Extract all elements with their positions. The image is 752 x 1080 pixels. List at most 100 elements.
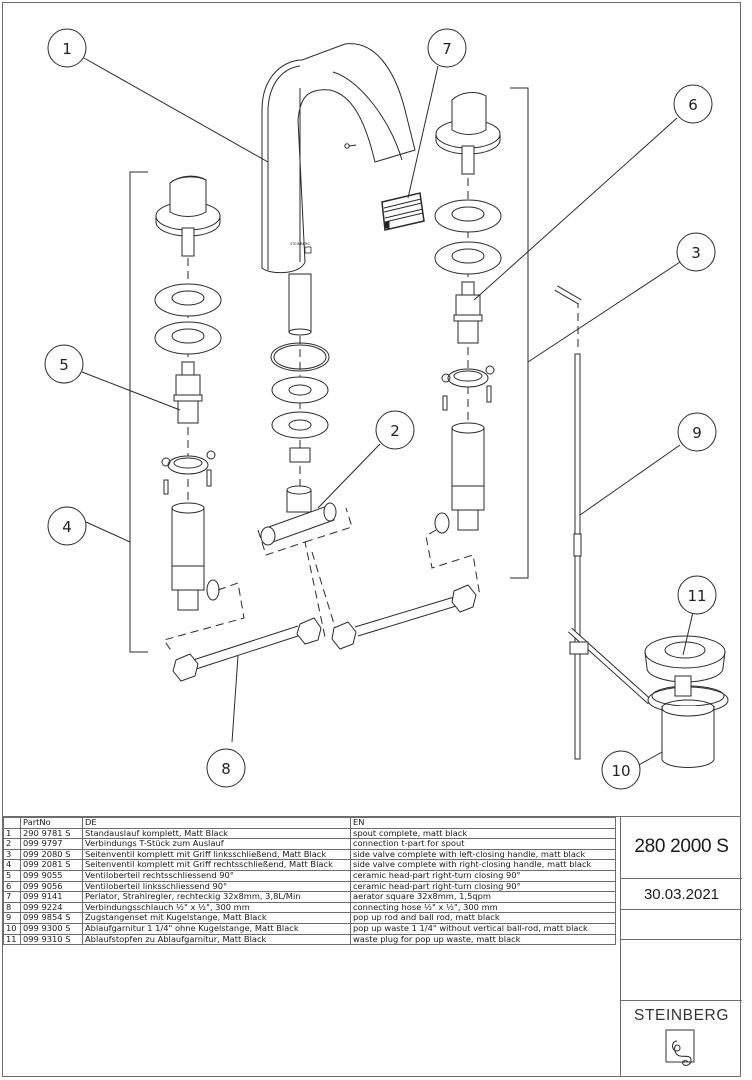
row-part-no: 099 2081 S: [20, 859, 83, 871]
title-block-empty-cell: [621, 910, 742, 940]
row-part-no: 099 9141: [20, 891, 83, 903]
title-block-empty-cell: [621, 940, 742, 1001]
sheet-border: [2, 2, 741, 1077]
right-washers: [434, 199, 502, 275]
callout-5: 5: [44, 344, 84, 384]
row-description-en: pop up rod and ball rod, matt black: [350, 912, 616, 924]
spout-brand-marking: STEINBERG: [290, 242, 310, 246]
spout-mounting-parts: [270, 342, 330, 463]
assembly-bracket-3: [510, 87, 529, 579]
header-en: EN: [350, 817, 616, 829]
row-no: 2: [3, 838, 21, 850]
row-description-de: Ventiloberteil linksschliessend 90°: [82, 880, 351, 893]
svg-text:9: 9: [692, 424, 702, 442]
svg-text:1: 1: [62, 40, 72, 58]
left-ceramic-headpart-5: [173, 361, 203, 424]
left-mounting-bracket: [161, 450, 216, 495]
row-part-no: 099 9224: [20, 901, 83, 914]
brand-name: STEINBERG: [634, 1007, 729, 1024]
callout-2: 2: [375, 410, 415, 450]
callout-leader-lines: [81, 57, 694, 767]
callout-11: 11: [677, 575, 717, 615]
svg-text:2: 2: [390, 422, 400, 440]
svg-text:10: 10: [611, 762, 630, 780]
left-washers: [154, 283, 222, 355]
row-no: 3: [3, 848, 21, 861]
row-part-no: 290 9781 S: [20, 827, 83, 840]
connecting-hose-right: [331, 584, 477, 650]
row-description-en: ceramic head-part right-turn closing 90°: [350, 880, 616, 893]
exploded-view-drawing: STEINBERG: [44, 28, 729, 790]
row-description-en: pop up waste 1 1/4" without vertical bal…: [350, 922, 616, 935]
row-part-no: 099 9300 S: [20, 922, 83, 935]
spout-part-1: STEINBERG: [261, 43, 416, 336]
row-no: 8: [3, 901, 21, 914]
svg-text:4: 4: [62, 518, 72, 536]
callout-1: 1: [47, 28, 87, 68]
right-mounting-bracket: [441, 365, 495, 411]
row-description-en: waste plug for pop up waste, matt black: [350, 933, 616, 946]
drawing-date: 30.03.2021: [621, 879, 742, 910]
waste-plug-part-11: [644, 635, 726, 697]
row-description-de: Zugstangenset mit Kugelstange, Matt Blac…: [82, 912, 351, 924]
pop-up-waste-part-10: [647, 685, 729, 768]
right-valve-body: [434, 422, 485, 534]
callout-7: 7: [427, 28, 467, 68]
row-no: 9: [3, 912, 21, 924]
row-no: 11: [3, 933, 21, 946]
row-description-en: connecting hose ½" x ½", 300 mm: [350, 901, 616, 914]
row-description-de: Ablaufgarnitur 1 1/4" ohne Kugelstange, …: [82, 922, 351, 935]
left-valve-body: [171, 502, 220, 611]
row-part-no: 099 2080 S: [20, 848, 83, 861]
row-part-no: 099 9854 S: [20, 912, 83, 924]
row-description-en: side valve complete with right-closing h…: [350, 859, 616, 871]
row-description-de: Standauslauf komplett, Matt Black: [82, 827, 351, 840]
title-block: 280 2000 S 30.03.2021 STEINBERG: [620, 816, 742, 1077]
row-description-de: Seitenventil komplett mit Griff linkssch…: [82, 848, 351, 861]
header-no: [3, 817, 21, 829]
svg-text:8: 8: [221, 760, 231, 778]
svg-text:11: 11: [687, 587, 706, 605]
svg-text:6: 6: [688, 96, 698, 114]
row-no: 4: [3, 859, 21, 871]
assembly-bracket-4: [129, 171, 148, 653]
right-valve-handle: [435, 92, 501, 175]
product-number: 280 2000 S: [621, 816, 742, 879]
row-description-de: Verbindungs T-Stück zum Auslauf: [82, 838, 351, 850]
assembly-axis-lines: [187, 178, 579, 510]
svg-text:3: 3: [691, 244, 701, 262]
callout-10: 10: [601, 750, 641, 790]
row-no: 1: [3, 827, 21, 840]
row-description-de: Ablaufstopfen zu Ablaufgarnitur, Matt Bl…: [82, 933, 351, 946]
row-description-en: connection t-part for spout: [350, 838, 616, 850]
row-description-en: spout complete, matt black: [350, 827, 616, 840]
row-description-en: aerator square 32x8mm, 1,5qpm: [350, 891, 616, 903]
row-no: 6: [3, 880, 21, 893]
left-valve-handle: [155, 175, 221, 257]
callout-8: 8: [206, 748, 246, 788]
header-de: DE: [82, 817, 351, 829]
row-description-de: Ventiloberteil rechtsschliessend 90°: [82, 869, 351, 882]
row-description-de: Perlator, Strahlregler, rechteckig 32x8m…: [82, 891, 351, 903]
brand-logo-block: STEINBERG: [621, 1001, 742, 1077]
row-part-no: 099 9310 S: [20, 933, 83, 946]
row-no: 5: [3, 869, 21, 882]
callout-6: 6: [673, 84, 713, 124]
pop-up-rod-part-9: [554, 285, 653, 760]
t-connector-part-2: [260, 485, 337, 546]
svg-text:7: 7: [442, 40, 452, 58]
steinberg-logo-icon: [665, 1029, 694, 1066]
aerator-part-7: [381, 192, 425, 231]
title-block-top-rule: [3, 816, 741, 817]
row-description-en: side valve complete with left-closing ha…: [350, 848, 616, 861]
